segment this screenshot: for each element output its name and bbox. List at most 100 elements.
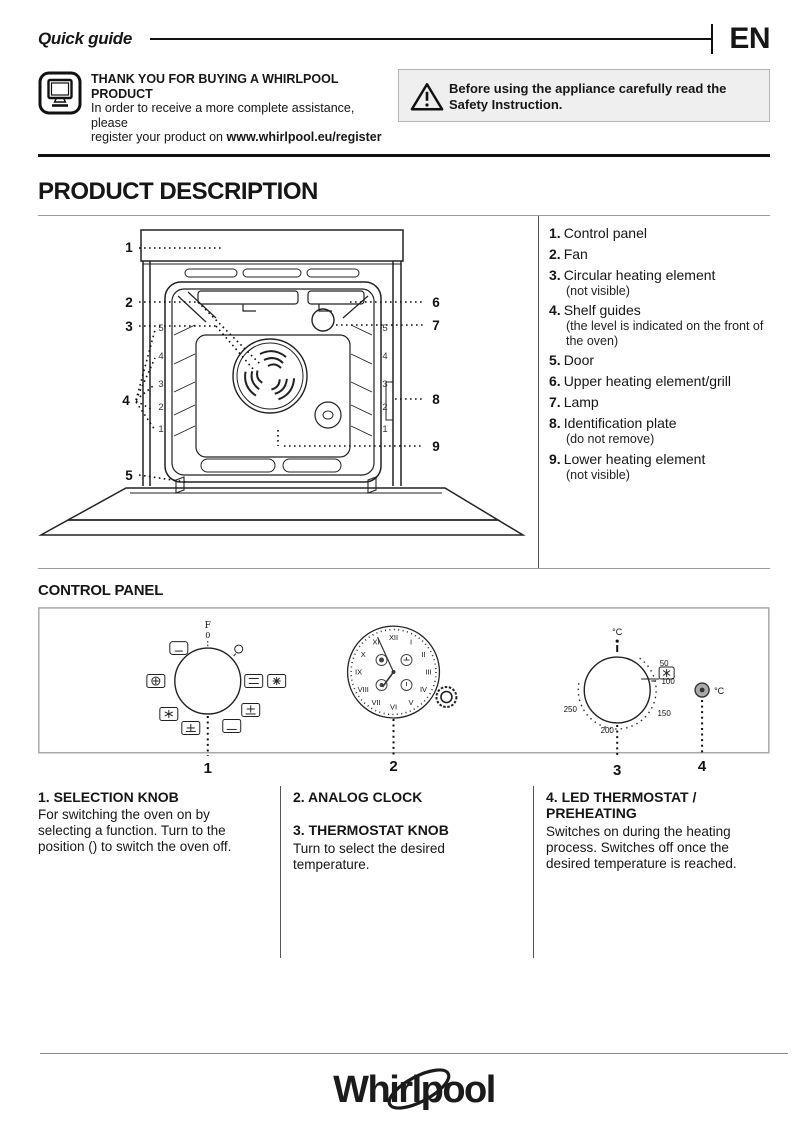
safety-warning-box: Before using the appliance carefully rea… — [398, 69, 770, 122]
selection-knob: F 0 — [146, 621, 287, 756]
legend-heading: 1. SELECTION KNOB — [38, 788, 179, 805]
svg-text:3: 3 — [382, 379, 387, 390]
callout-8: 8 — [432, 392, 440, 407]
oven-control-panel-strip — [140, 228, 404, 262]
cp-callout-1: 1 — [204, 759, 212, 776]
svg-text:4: 4 — [382, 351, 387, 362]
legend-heading: 2. ANALOG CLOCK — [293, 788, 423, 805]
svg-text:50: 50 — [660, 659, 669, 668]
svg-text:1: 1 — [158, 424, 163, 435]
svg-text:I: I — [410, 637, 412, 646]
legend-led: 4. LED THERMOSTAT / PREHEATING Switches … — [533, 785, 770, 958]
svg-text:2: 2 — [158, 402, 163, 413]
svg-text:5: 5 — [158, 323, 163, 334]
fan-grill-function-icon — [267, 673, 287, 688]
cp-callout-4: 4 — [698, 757, 707, 774]
control-panel-legend: 1. SELECTION KNOB For switching the oven… — [38, 785, 770, 958]
svg-text:3: 3 — [158, 379, 163, 390]
svg-text:150: 150 — [657, 708, 671, 717]
lamp-function-icon — [233, 644, 244, 656]
register-box: THANK YOU FOR BUYING A WHIRLPOOL PRODUCT… — [38, 69, 390, 145]
fan-bottom-function-icon — [241, 702, 261, 717]
led-unit-label: °C — [714, 685, 725, 695]
register-url: www.whirlpool.eu/register — [226, 130, 382, 144]
product-description-section: 5 4 3 2 1 5 4 3 2 1 — [38, 215, 770, 568]
svg-text:250: 250 — [564, 704, 578, 713]
callout-2: 2 — [125, 295, 133, 310]
defrost-function-icon — [159, 706, 179, 721]
product-description-title: PRODUCT DESCRIPTION — [38, 177, 318, 205]
knob-f-label: F — [205, 621, 211, 631]
warning-triangle-icon — [410, 81, 444, 118]
callout-5: 5 — [125, 468, 133, 483]
control-panel-diagram: F 0 — [38, 606, 770, 778]
list-item: 1.Control panel — [549, 224, 647, 241]
callout-leaders — [135, 246, 424, 483]
clock-adjust-knob[interactable] — [435, 685, 458, 708]
callout-6: 6 — [432, 295, 440, 310]
svg-text:100: 100 — [661, 677, 675, 686]
header-divider — [711, 24, 714, 54]
lower-element-cover — [200, 458, 342, 472]
shelf-level-numbers: 5 4 3 2 1 5 4 3 2 1 — [158, 323, 387, 435]
svg-text:IX: IX — [355, 667, 362, 676]
page-footer: Whirlpool — [40, 1053, 788, 1124]
grill-function-icon — [244, 673, 264, 688]
list-item: 5.Door — [549, 352, 595, 368]
register-line2: In order to receive a more complete assi… — [91, 101, 355, 130]
true-fan-function-icon — [146, 673, 166, 688]
oven-door — [38, 475, 526, 536]
cp-callout-2: 2 — [389, 757, 397, 774]
thermostat-led: °C — [694, 681, 725, 756]
list-item: 2.Fan — [549, 245, 588, 262]
parts-list: 1.Control panel 2.Fan 3.Circular heating… — [538, 215, 770, 568]
fan-back-panel — [195, 333, 351, 458]
cp-callout-numbers: 1 2 3 4 — [204, 757, 707, 778]
thermostat-unit-label: °C — [612, 627, 623, 637]
list-item: 3.Circular heating element(not visible) — [549, 266, 716, 298]
svg-text:XI: XI — [373, 637, 380, 646]
clock-numerals: XII I II III IV V VI VII VIII IX X XI — [355, 633, 432, 711]
callout-4: 4 — [122, 393, 130, 408]
oven-callout-numbers: 1 2 3 4 5 6 7 8 9 — [122, 240, 440, 483]
svg-text:X: X — [361, 650, 366, 659]
section-rule — [38, 214, 770, 216]
svg-text:1: 1 — [382, 424, 387, 435]
language-code: EN — [729, 22, 770, 55]
door-hinge — [175, 475, 185, 494]
logo-swash — [387, 1068, 451, 1110]
svg-text:II: II — [421, 650, 425, 659]
callout-1: 1 — [125, 240, 133, 255]
clock-buttons — [375, 653, 413, 691]
svg-text:200: 200 — [601, 725, 615, 734]
forced-air-function-icon — [181, 720, 201, 735]
svg-text:VI: VI — [390, 702, 397, 711]
whirlpool-logo: Whirlpool — [40, 1060, 788, 1124]
legend-heading: 3. THERMOSTAT KNOB — [293, 822, 449, 838]
register-title: THANK YOU FOR BUYING A WHIRLPOOL PRODUCT — [91, 72, 339, 101]
oven-cavity — [164, 280, 382, 483]
page-title: Quick guide — [38, 29, 132, 48]
door-hinge — [367, 475, 377, 494]
computer-monitor-icon — [38, 71, 82, 120]
svg-text:4: 4 — [158, 351, 163, 362]
info-row: THANK YOU FOR BUYING A WHIRLPOOL PRODUCT… — [38, 69, 770, 145]
svg-text:5: 5 — [382, 323, 387, 334]
svg-text:XII: XII — [389, 633, 398, 642]
register-line3: register your product on www.whirlpool.e… — [91, 130, 382, 144]
page-header: Quick guide EN — [38, 0, 770, 56]
svg-text:VII: VII — [371, 697, 380, 706]
legend-selection-knob: 1. SELECTION KNOB For switching the oven… — [38, 786, 280, 958]
section-rule-thick — [38, 153, 770, 157]
control-panel-figure: F 0 — [38, 606, 770, 784]
list-item: 9.Lower heating element(not visible) — [549, 450, 706, 482]
svg-text:2: 2 — [382, 402, 387, 413]
section-rule — [38, 567, 770, 569]
callout-7: 7 — [432, 318, 440, 333]
svg-text:III: III — [425, 667, 431, 676]
svg-text:IV: IV — [420, 685, 427, 694]
shelf-guides — [173, 324, 373, 436]
legend-body: Switches on during the heating process. … — [546, 823, 737, 871]
thermostat-scale-labels: 50 100 150 200 250 — [564, 659, 676, 735]
legend-body: For switching the oven on by selecting a… — [38, 807, 232, 854]
